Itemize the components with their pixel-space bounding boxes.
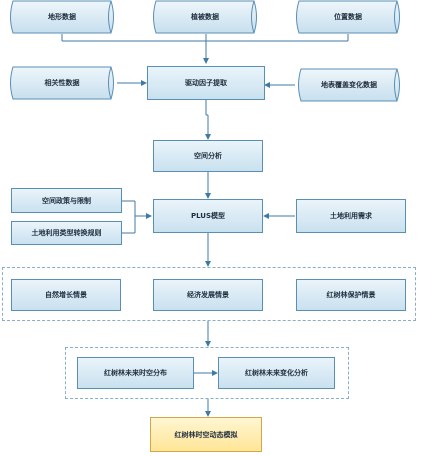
- data-source-cylinder-related: 相关性数据: [7, 66, 117, 100]
- future-distribution-box: 红树林未来时空分布: [77, 357, 194, 389]
- data-source-cylinder-vegetation: 植被数据: [150, 0, 260, 34]
- landuse-change-label: 地表覆盖变化数据: [321, 81, 377, 89]
- landuse-demand-box: 土地利用需求: [296, 199, 406, 233]
- future-group: [65, 347, 349, 399]
- related-label: 相关性数据: [44, 79, 80, 87]
- natural-growth-box: 自然增长情景: [11, 279, 121, 311]
- terrain-label: 地形数据: [48, 13, 76, 21]
- data-source-cylinder-landuse-change: 地表覆盖变化数据: [295, 68, 403, 102]
- driver-extraction-box: 驱动因子提取: [147, 66, 265, 100]
- conversion-rules-box: 土地利用类型转换规则: [11, 221, 122, 245]
- location-label: 位置数据: [334, 13, 362, 21]
- dynamic-simulation-box: 红树林时空动态模拟: [150, 417, 262, 452]
- economic-dev-box: 经济发展情景: [153, 279, 263, 311]
- plus-model-box: PLUS模型: [153, 199, 263, 233]
- spatial-analysis-box: 空间分析: [153, 140, 263, 172]
- data-source-cylinder-terrain: 地形数据: [7, 0, 117, 34]
- policy-box: 空间政策与限制: [11, 188, 122, 213]
- mangrove-protect-box: 红树林保护情景: [296, 279, 406, 311]
- data-source-cylinder-location: 位置数据: [293, 0, 403, 34]
- future-change-box: 红树林未来变化分析: [218, 357, 335, 389]
- vegetation-label: 植被数据: [191, 13, 219, 21]
- scenarios-group: [2, 267, 416, 321]
